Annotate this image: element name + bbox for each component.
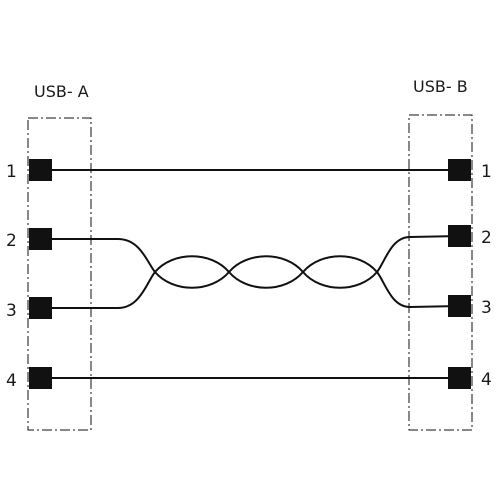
connector-b-outline <box>408 114 473 431</box>
twisted-pair <box>40 235 461 309</box>
pin-number-a-4: 4 <box>6 371 17 391</box>
pin-number-b-2: 2 <box>481 228 492 248</box>
pin-number-b-3: 3 <box>481 298 492 318</box>
pin-b-4 <box>448 367 471 389</box>
wire-pin-2 <box>40 235 461 289</box>
pin-a-3 <box>29 297 52 319</box>
pin-a-1 <box>29 159 52 181</box>
connector-a-label: USB- A <box>34 82 89 101</box>
pin-b-3 <box>448 295 471 317</box>
pin-number-b-4: 4 <box>481 370 492 390</box>
wire-pin-3 <box>40 255 461 309</box>
pin-number-a-3: 3 <box>6 301 17 321</box>
connector-a-outline <box>27 117 92 431</box>
pin-a-2 <box>29 228 52 250</box>
pin-a-4 <box>29 367 52 389</box>
pin-b-1 <box>448 159 471 181</box>
pin-number-a-1: 1 <box>6 162 17 182</box>
pin-number-b-1: 1 <box>481 162 492 182</box>
pin-number-a-2: 2 <box>6 231 17 251</box>
pin-b-2 <box>448 225 471 247</box>
connector-b-label: USB- B <box>413 77 468 96</box>
